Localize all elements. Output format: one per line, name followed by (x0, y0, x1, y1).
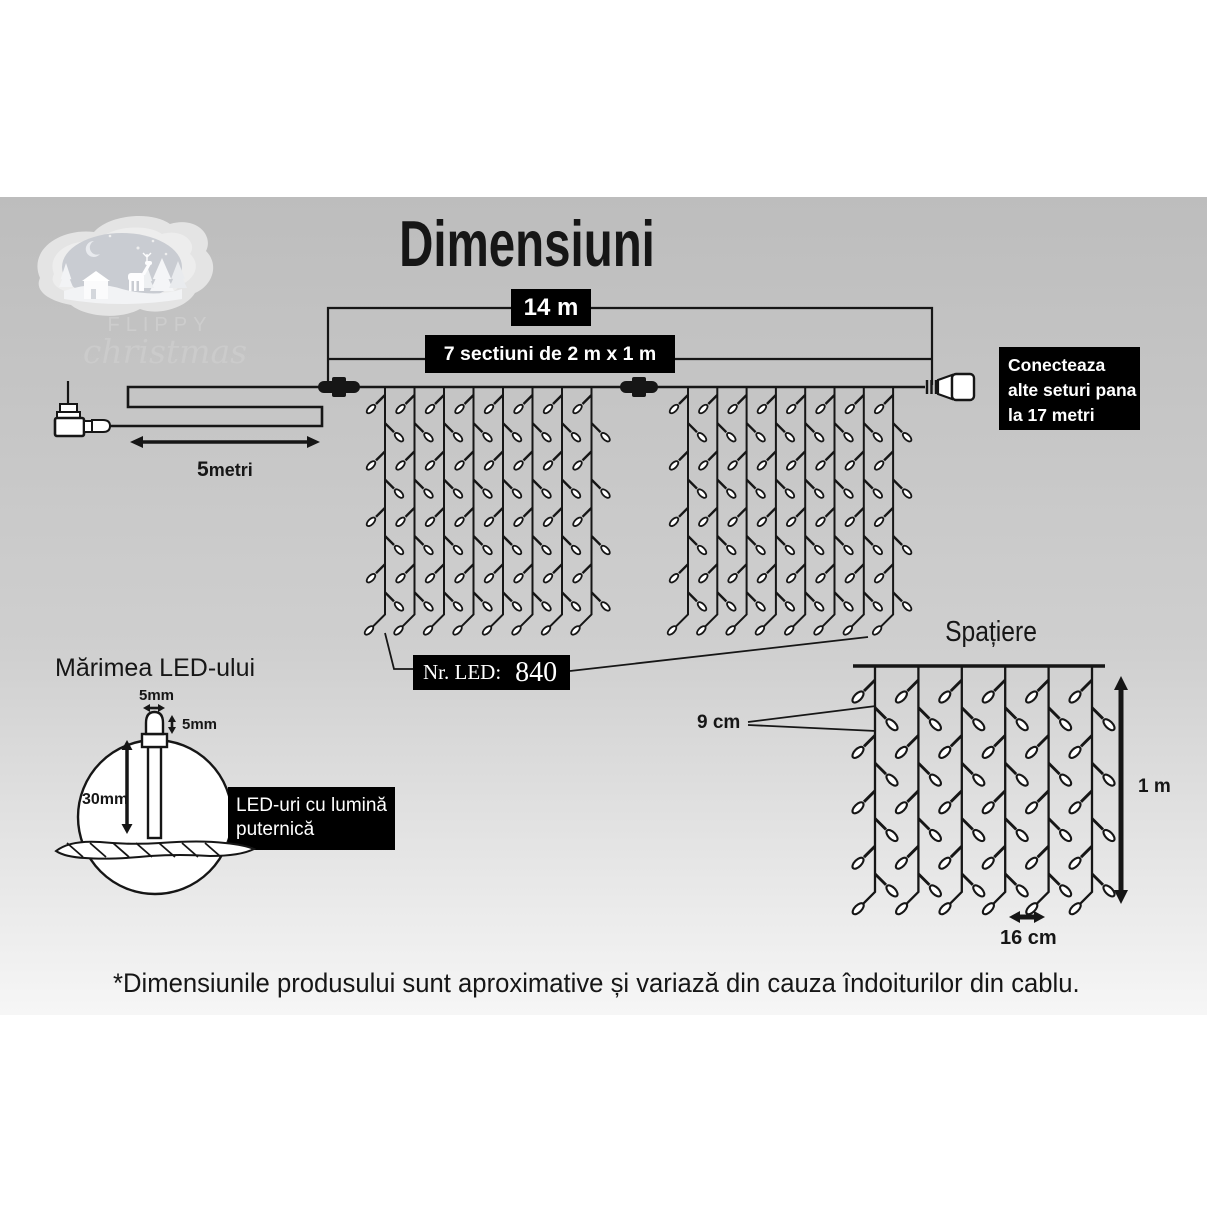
total-length-label: 14 m (523, 293, 579, 321)
curtain-height-label: 1 m (1138, 776, 1171, 797)
strand-spacing-arrow (1009, 911, 1045, 923)
curtain-height-arrow (1114, 676, 1128, 904)
led-count-label: Nr. LED: (423, 660, 502, 684)
sections-label: 7 sectiuni de 2 m x 1 m (443, 342, 657, 365)
strand-spacing-label: 16 cm (1000, 927, 1057, 949)
wire-connector-icon (620, 377, 658, 397)
led-count-pointers (384, 632, 869, 672)
drop-spacing-label: 9 cm (697, 712, 741, 733)
lead-length-unit: metri (208, 460, 253, 480)
spacing-curtain (851, 664, 1116, 916)
sections-badge: 7 sectiuni de 2 m x 1 m (425, 335, 675, 373)
page-title: Dimensiuni (399, 207, 655, 280)
led-size-section-title: Mărimea LED-ului (55, 654, 256, 682)
connect-note-line1: Conecteaza (1008, 355, 1106, 375)
lead-length-value: 5 (197, 458, 209, 481)
brand-bottom-text: christmas (83, 332, 247, 371)
led-count-badge: Nr. LED: 840 (413, 655, 570, 690)
led-feature-line1: LED-uri cu lumină (236, 795, 387, 816)
led-feature-badge: LED-uri cu lumină puternică (228, 787, 395, 850)
led-feature-line2: puternică (236, 819, 315, 840)
footnote: *Dimensiunile produsului sunt aproximati… (113, 968, 1080, 998)
curtain-lights (363, 387, 913, 636)
led-count-value: 840 (515, 656, 558, 688)
brand-top-text: FLIPPY (108, 314, 213, 336)
twisted-cable-icon (54, 840, 257, 860)
bulb-height-label: 5mm (182, 716, 218, 733)
bulb-total-label: 30mm (82, 791, 129, 808)
lead-cable (110, 385, 925, 428)
bulb-total-arrow (121, 740, 133, 834)
bulb-height-arrow (168, 715, 176, 734)
wire-connector-icon (318, 377, 360, 397)
spacing-section-title: Spațiere (945, 616, 1037, 648)
bulb-width-label: 5mm (139, 687, 175, 704)
bulb-width-arrow (143, 704, 165, 712)
power-plug-icon (53, 381, 112, 438)
lead-length-label: 5metri (197, 458, 253, 482)
drop-spacing-pointers (747, 705, 877, 732)
connect-note-line2: alte seturi pana (1008, 380, 1137, 400)
connect-note-badge: Conecteaza alte seturi pana la 17 metri (999, 347, 1140, 430)
connect-note-line3: la 17 metri (1008, 405, 1095, 425)
end-connector-icon (925, 372, 976, 402)
lead-length-arrow (130, 436, 320, 448)
total-length-badge: 14 m (511, 289, 591, 326)
